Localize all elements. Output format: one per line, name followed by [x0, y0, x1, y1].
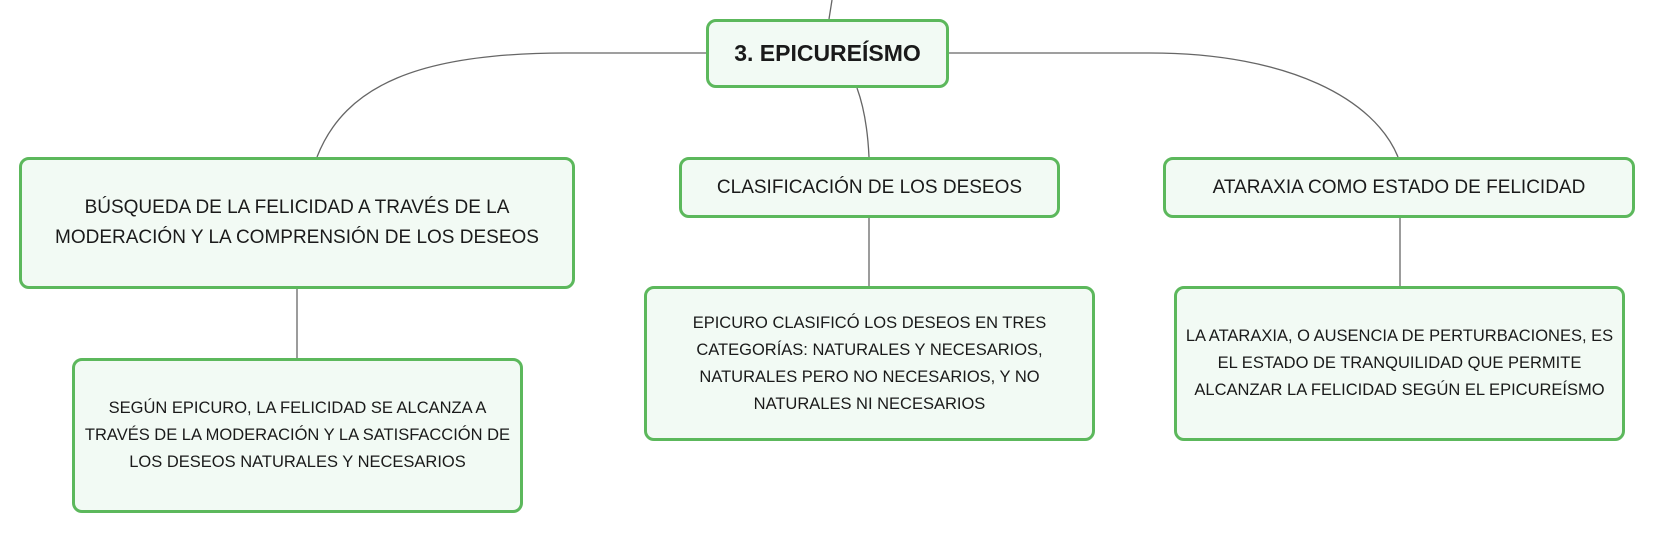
- connector-parent-to-root: [828, 0, 833, 20]
- detail-node-2[interactable]: EPICURO CLASIFICÓ LOS DESEOS EN TRES CAT…: [644, 286, 1095, 441]
- detail-node-1[interactable]: SEGÚN EPICURO, LA FELICIDAD SE ALCANZA A…: [72, 358, 523, 513]
- detail-node-2-text: EPICURO CLASIFICÓ LOS DESEOS EN TRES CAT…: [692, 313, 1047, 413]
- branch-node-2-label: CLASIFICACIÓN DE LOS DESEOS: [716, 176, 1023, 198]
- branch-node-2[interactable]: CLASIFICACIÓN DE LOS DESEOS: [679, 157, 1060, 218]
- branch-node-3-label: ATARAXIA COMO ESTADO DE FELICIDAD: [1212, 176, 1586, 198]
- connector-root-to-branch-3: [949, 52, 1399, 158]
- detail-node-3-text: LA ATARAXIA, O AUSENCIA DE PERTURBACIONE…: [1185, 327, 1614, 399]
- branch-node-1[interactable]: BÚSQUEDA DE LA FELICIDAD A TRAVÉS DE LA …: [19, 157, 575, 289]
- connector-root-to-branch-1: [316, 52, 706, 158]
- branch-node-3[interactable]: ATARAXIA COMO ESTADO DE FELICIDAD: [1163, 157, 1635, 218]
- root-node[interactable]: 3. EPICUREÍSMO: [706, 19, 949, 88]
- branch-node-1-label: BÚSQUEDA DE LA FELICIDAD A TRAVÉS DE LA …: [55, 197, 539, 248]
- detail-node-3[interactable]: LA ATARAXIA, O AUSENCIA DE PERTURBACIONE…: [1174, 286, 1625, 441]
- detail-node-1-text: SEGÚN EPICURO, LA FELICIDAD SE ALCANZA A…: [84, 399, 511, 471]
- root-node-label: 3. EPICUREÍSMO: [734, 40, 921, 66]
- connector-root-to-branch-2: [856, 87, 870, 158]
